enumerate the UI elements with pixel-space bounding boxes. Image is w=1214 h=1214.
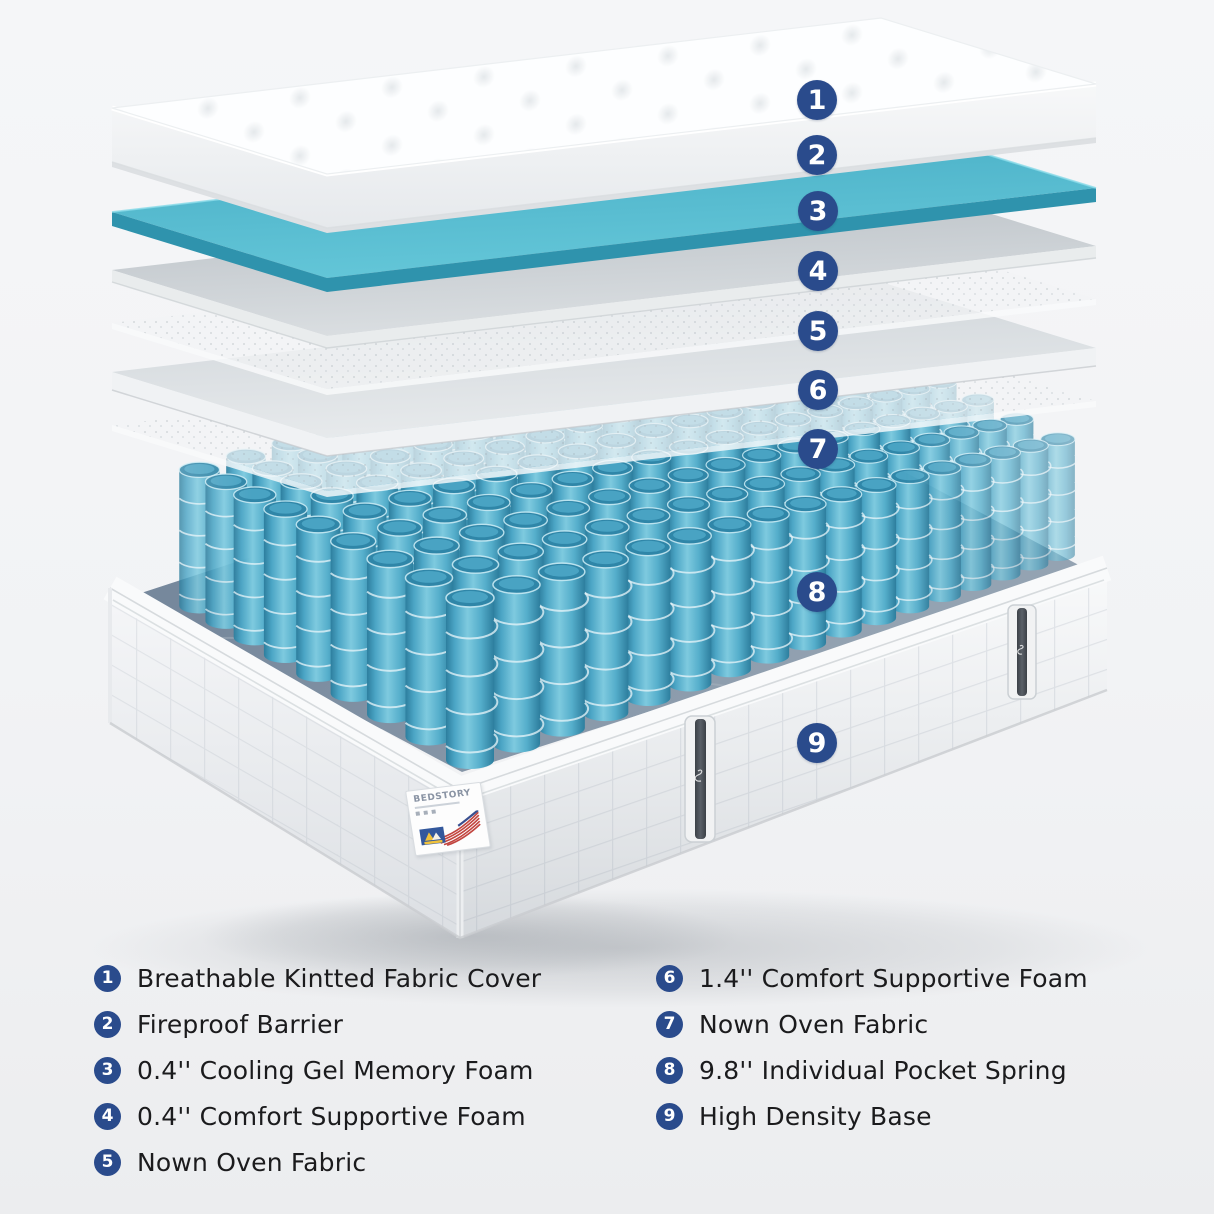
base-handle-right xyxy=(1007,604,1037,700)
legend-item-label: Nown Oven Fabric xyxy=(699,1009,929,1039)
layer-badge-2: 2 xyxy=(797,135,837,175)
layer-badge-7: 7 xyxy=(798,429,838,469)
brand-label-card: BEDSTORY xyxy=(405,781,491,857)
legend-item-label: 1.4'' Comfort Supportive Foam xyxy=(699,963,1088,993)
legend-column-right: 6 1.4'' Comfort Supportive Foam 7 Nown O… xyxy=(656,955,1088,1139)
floor-shadow xyxy=(90,888,1150,1008)
layer-badge-1: 1 xyxy=(797,80,837,120)
layer-1-cover xyxy=(111,17,1097,229)
legend-item: 7 Nown Oven Fabric xyxy=(656,1001,1088,1047)
legend-column-left: 1 Breathable Kintted Fabric Cover 2 Fire… xyxy=(94,955,541,1185)
legend-item: 2 Fireproof Barrier xyxy=(94,1001,541,1047)
legend-item-label: Breathable Kintted Fabric Cover xyxy=(137,963,542,993)
legend-item: 6 1.4'' Comfort Supportive Foam xyxy=(656,955,1088,1001)
layer-badge-9: 9 xyxy=(797,723,837,763)
legend-item-number: 5 xyxy=(94,1148,121,1176)
legend-item-number: 6 xyxy=(656,964,683,992)
layer-badge-6: 6 xyxy=(798,370,838,410)
legend-item-label: High Density Base xyxy=(699,1101,932,1131)
legend-item-number: 2 xyxy=(94,1010,121,1038)
layer-badge-5: 5 xyxy=(798,311,838,351)
layer-badge-8: 8 xyxy=(797,572,837,612)
legend-item-label: 0.4'' Cooling Gel Memory Foam xyxy=(137,1055,534,1085)
legend-item: 8 9.8'' Individual Pocket Spring xyxy=(656,1047,1088,1093)
legend-item-label: Fireproof Barrier xyxy=(137,1009,344,1039)
legend-item: 5 Nown Oven Fabric xyxy=(94,1139,541,1185)
legend-item: 9 High Density Base xyxy=(656,1093,1088,1139)
legend-item-number: 7 xyxy=(656,1010,683,1038)
legend-item-number: 3 xyxy=(94,1056,121,1084)
legend-item-label: 0.4'' Comfort Supportive Foam xyxy=(137,1101,526,1131)
legend-item-number: 1 xyxy=(94,964,121,992)
legend-item: 4 0.4'' Comfort Supportive Foam xyxy=(94,1093,541,1139)
legend-item-number: 8 xyxy=(656,1056,683,1084)
legend-item-number: 4 xyxy=(94,1102,121,1130)
flag-and-emblem-graphic xyxy=(419,809,481,847)
legend-item-label: 9.8'' Individual Pocket Spring xyxy=(699,1055,1067,1085)
layer-badge-3: 3 xyxy=(798,191,838,231)
legend-item-label: Nown Oven Fabric xyxy=(137,1147,367,1177)
layer-badge-4: 4 xyxy=(798,251,838,291)
base-handle-left xyxy=(684,715,716,843)
legend-item: 1 Breathable Kintted Fabric Cover xyxy=(94,955,541,1001)
legend-item-number: 9 xyxy=(656,1102,683,1130)
legend-item: 3 0.4'' Cooling Gel Memory Foam xyxy=(94,1047,541,1093)
